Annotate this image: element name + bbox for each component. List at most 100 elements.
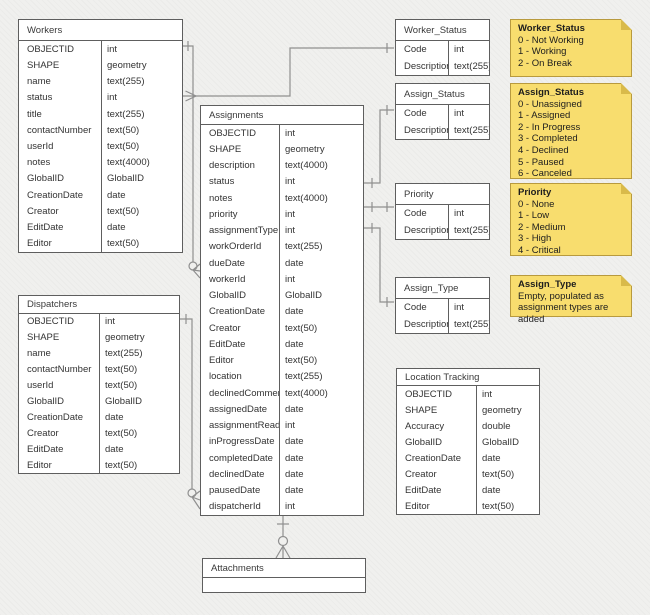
table-title: Assignments [201, 106, 363, 125]
field-name: workOrderId [209, 241, 262, 253]
field-type: GlobalID [101, 170, 182, 188]
many-marker [191, 490, 201, 510]
field-row: dueDate date [201, 255, 363, 272]
field-name: GlobalID [209, 290, 246, 302]
field-type: text(50) [101, 122, 182, 139]
field-name: EditDate [27, 443, 64, 455]
field-type: text(50) [476, 498, 539, 514]
note-title: Assign_Type [518, 279, 577, 290]
field-type: int [279, 271, 363, 288]
field-name: Description [404, 125, 448, 136]
connector-line [364, 109, 394, 184]
field-name: CreationDate [27, 411, 83, 423]
field-type: text(50) [279, 352, 363, 369]
field-name: CreationDate [209, 306, 265, 318]
note-title: Priority [518, 187, 552, 198]
note-line: 4 - Declined [518, 144, 569, 156]
field-name: assignmentRead [209, 420, 279, 432]
field-name: EditDate [405, 484, 442, 496]
field-name: name [27, 76, 51, 88]
field-type: text(255) [99, 345, 179, 362]
connector-workers-workerstatus [183, 43, 394, 102]
zero-marker [277, 535, 289, 547]
table-attachments[interactable]: Attachments [202, 558, 366, 593]
field-type: date [279, 255, 363, 272]
table-title: Location Tracking [397, 369, 539, 386]
connector-workers-assignments [183, 41, 201, 279]
field-name: Description [404, 225, 448, 236]
field-name: inProgressDate [209, 436, 275, 448]
field-name: Description [404, 319, 448, 330]
field-type: date [279, 303, 363, 320]
field-name: name [27, 348, 51, 360]
field-name: workerId [209, 273, 246, 285]
field-type: text(50) [99, 361, 179, 378]
field-type: text(255) [448, 58, 489, 75]
field-name: Code [404, 108, 427, 119]
connector-line [183, 47, 394, 97]
connector-assignments-attachments [275, 516, 291, 559]
field-type: int [279, 417, 363, 434]
field-type: date [476, 450, 539, 466]
field-type: text(255) [448, 316, 489, 333]
field-name: Description [404, 61, 448, 72]
table-title: Dispatchers [19, 296, 179, 314]
note-line: 0 - Unassigned [518, 98, 582, 110]
field-type: date [279, 336, 363, 353]
field-name: completedDate [209, 452, 273, 464]
field-type: int [448, 299, 489, 316]
field-type: text(255) [101, 105, 182, 123]
field-row: CreationDate date [201, 303, 363, 320]
field-name: dueDate [209, 257, 245, 269]
note-assign-type[interactable]: Assign_Type Empty, populated as assignme… [510, 275, 632, 325]
field-name: GlobalID [27, 173, 64, 185]
field-type: int [279, 173, 363, 190]
note-line: 2 - Medium [518, 221, 566, 233]
connector-assignments-priority [364, 202, 394, 212]
field-name: assignedDate [209, 403, 268, 415]
field-type: text(4000) [279, 385, 363, 402]
field-name: priority [209, 208, 238, 220]
connector-assignments-assignstatus [364, 105, 394, 188]
note-line: 5 - Paused [518, 156, 564, 168]
note-title: Worker_Status [518, 23, 585, 34]
field-type: text(50) [101, 203, 182, 220]
note-line: 3 - Completed [518, 133, 578, 145]
table-title: Assign_Status [396, 84, 489, 105]
table-title: Attachments [203, 559, 365, 578]
field-name: CreationDate [27, 189, 83, 201]
